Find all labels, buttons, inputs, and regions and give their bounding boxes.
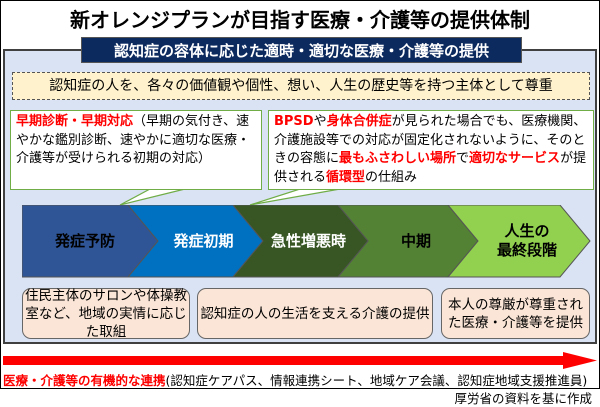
stage-chevron [446,205,591,278]
box-care: 認知症の人の生活を支える介護の提供 [197,288,433,339]
box-prevention: 住民主体のサロンや体操教室など、地域の実情に応じた取組 [22,288,190,340]
stage-label: 中期 [400,231,431,250]
stage-label: 発症予防 [54,231,115,250]
callout-part: で [456,151,470,166]
callout-text: （早期の気付き、速やかな鑑別診断、速やかに適切な医療・介護等が受けられる初期の対… [16,114,251,166]
callout-part: 適切なサービス [469,151,561,166]
callout-part: が見られた場合でも、医療機関、介護施設等での対応が固定化されないように、そのとき… [274,114,587,166]
callout-part: BPSD [274,114,314,129]
stage-chevrons [22,205,591,278]
callout-circulation: BPSDや身体合併症が見られた場合でも、医療機関、介護施設等での対応が固定化され… [268,110,594,190]
callout-part: 循環型 [326,169,366,185]
box-end-of-life: 本人の尊厳が尊重された医療・介護等を提供 [441,288,590,339]
subtitle-banner: 認知症の容体に応じた適時・適切な医療・介護等の提供 [81,37,522,63]
stage-label: 人生の 最終段階 [496,222,557,259]
footer-text: (認知症ケアパス、情報連携シート、地域ケア会議、認知症地域支援推進員) [165,373,588,388]
callout-early-response: 早期診断・早期対応（早期の気付き、速やかな鑑別診断、速やかに適切な医療・介護等が… [10,110,262,190]
footer-note: 医療・介護等の有機的な連携(認知症ケアパス、情報連携シート、地域ケア会議、認知症… [3,370,587,389]
callout-highlight: 早期診断・早期対応 [16,114,134,129]
callout-part: の仕組み [365,169,418,185]
stage-label: 発症初期 [173,231,234,250]
footer-highlight: 医療・介護等の有機的な連携 [3,373,166,388]
callout-part: や [313,114,327,129]
source-credit: 厚労省の資料を基に作成 [454,391,592,406]
callout-part: 身体合併症 [326,114,392,129]
callout-part: が提供される [274,151,587,185]
callout-part: 最もふさわしい場所 [339,151,457,166]
stage-label: 急性増悪時 [270,231,346,250]
red-arrow [3,352,597,369]
page-title: 新オレンジプランが目指す医療・介護等の提供体制 [70,8,530,32]
respect-statement: 認知症の人を、各々の価値観や個性、想い、人生の歴史等を持つ主体として尊重 [12,72,590,100]
